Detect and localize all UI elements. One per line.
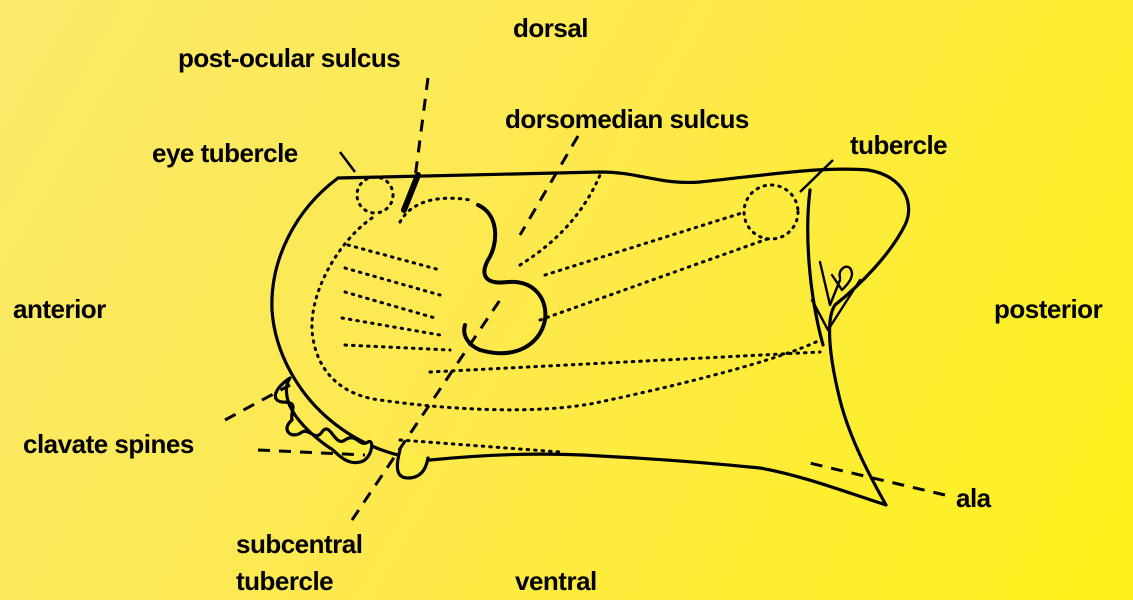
leader-dorsomedian	[520, 136, 578, 235]
label-posterior: posterior	[994, 296, 1102, 322]
leader-tubercle	[800, 160, 833, 192]
leader-ala	[805, 462, 945, 495]
sulcus-dotted-top	[520, 175, 600, 265]
eye-tubercle-circle	[357, 177, 393, 213]
ala-v-marks	[812, 262, 860, 330]
label-dorsomedian-sulcus: dorsomedian sulcus	[505, 106, 749, 132]
clavate-spines	[275, 378, 371, 463]
label-tubercle: tubercle	[850, 132, 947, 158]
label-subcentral-tubercle: tubercle	[236, 568, 333, 594]
label-eye-tubercle: eye tubercle	[152, 140, 298, 166]
label-post-ocular-sulcus: post-ocular sulcus	[178, 45, 400, 71]
adductor-dotted-lines	[342, 245, 450, 350]
subcentral-spine	[397, 450, 428, 478]
label-ventral: ventral	[515, 568, 597, 594]
label-anterior: anterior	[13, 296, 106, 322]
label-subcentral: subcentral	[236, 531, 363, 557]
label-clavate-spines: clavate spines	[23, 431, 194, 457]
leader-post-ocular	[415, 78, 428, 178]
tubercle-circle	[744, 185, 798, 239]
label-dorsal: dorsal	[513, 15, 588, 41]
leader-eye-tubercle	[340, 152, 355, 172]
label-ala: ala	[956, 485, 991, 511]
dorsomedian-sulcus-curve	[464, 205, 545, 353]
